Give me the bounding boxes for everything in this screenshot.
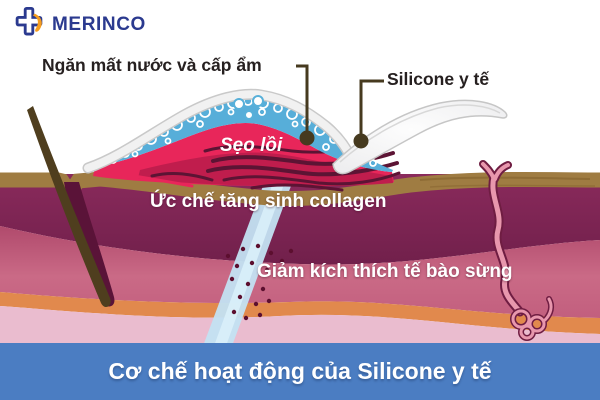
hypodermis-rose-layer xyxy=(0,226,600,318)
label-moisture-barrier: Ngăn mất nước và cấp ẩm xyxy=(42,55,262,75)
moisture-label-connector xyxy=(296,64,315,146)
silicone-label-connector xyxy=(353,79,384,149)
epidermis-layer xyxy=(0,171,600,207)
subcutaneous-pink-layer xyxy=(0,306,600,352)
vapor-bubbles xyxy=(233,95,264,120)
title-banner: Cơ chế hoạt động của Silicone y tế xyxy=(0,343,600,400)
sweat-gland-coil xyxy=(510,296,555,341)
merinco-cross-icon xyxy=(15,6,43,36)
label-keloid-scar: Sẹo lồi xyxy=(220,135,283,156)
silicone-sheet xyxy=(82,88,508,175)
sweat-gland-duct xyxy=(479,160,555,341)
label-silicone-sheet: Silicone y tế xyxy=(387,69,490,89)
banner-title: Cơ chế hoạt động của Silicone y tế xyxy=(108,358,492,384)
label-keratinocyte-reduction: Giảm kích thích tế bào sừng xyxy=(257,261,513,282)
fat-orange-layer xyxy=(0,292,600,334)
brand-name: MERINCO xyxy=(52,14,146,35)
cell-dots xyxy=(225,243,294,321)
label-collagen-inhibition: Ức chế tăng sinh collagen xyxy=(150,191,387,212)
brand-logo: MERINCO xyxy=(10,6,146,44)
hair-follicle xyxy=(27,106,115,308)
dermis-layer xyxy=(0,174,600,265)
